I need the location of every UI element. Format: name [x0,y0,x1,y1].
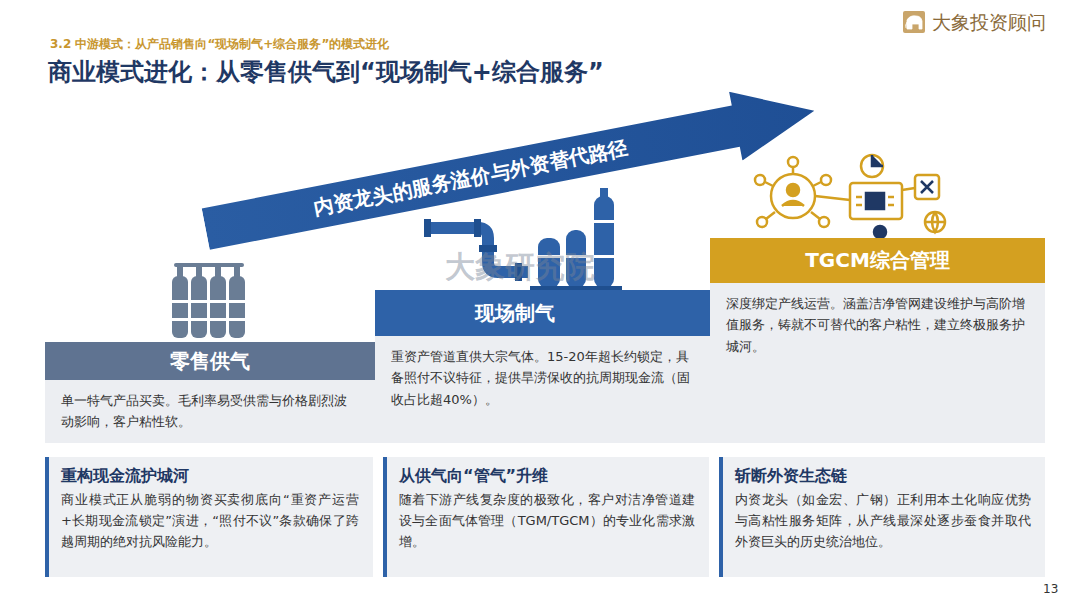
logo-icon [903,11,925,33]
arrow-body [199,76,821,263]
step-title: 现场制气 [475,300,555,327]
stage-step: 现场制气重资产管道直供大宗气体。15-20年超长约锁定，具备照付不议特征，提供旱… [375,290,710,443]
gas-cylinders-icon [168,263,250,338]
step-description: 深度绑定产线运营。涵盖洁净管网建设维护与高阶增值服务，铸就不可替代的客户粘性，建… [710,283,1045,443]
section-heading: 3.2 中游模式：从产品销售向“现场制气+综合服务”的模式进化 [50,36,389,53]
pipeline-plant-icon [424,188,622,290]
watermark: 大象研究院 [445,247,595,288]
step-band: TGCM综合管理 [710,238,1045,283]
page-number: 13 [1043,582,1058,596]
card-description: 内资龙头（如金宏、广钢）正利用本土化响应优势与高粘性服务矩阵，从产线最深处逐步蚕… [735,490,1031,552]
logo-text: 大象投资顾问 [932,10,1046,36]
service-network-icon [755,155,945,244]
stage-step: TGCM综合管理深度绑定产线运营。涵盖洁净管网建设维护与高阶增值服务，铸就不可替… [710,238,1045,443]
step-band: 现场制气 [375,290,710,336]
step-description: 单一特气产品买卖。毛利率易受供需与价格剧烈波动影响，客户粘性软。 [45,380,375,443]
step-band: 零售供气 [45,342,375,380]
card-title: 重构现金流护城河 [61,465,359,487]
stage-step: 零售供气单一特气产品买卖。毛利率易受供需与价格剧烈波动影响，客户粘性软。 [45,342,375,443]
insight-card: 从供气向“管气”升维随着下游产线复杂度的极致化，客户对洁净管道建设与全面气体管理… [383,457,709,577]
insight-card: 斩断外资生态链内资龙头（如金宏、广钢）正利用本土化响应优势与高粘性服务矩阵，从产… [719,457,1045,577]
card-description: 商业模式正从脆弱的物资买卖彻底向“重资产运营+长期现金流锁定”演进，“照付不议”… [61,490,359,552]
insight-card: 重构现金流护城河商业模式正从脆弱的物资买卖彻底向“重资产运营+长期现金流锁定”演… [45,457,373,577]
card-title: 从供气向“管气”升维 [399,465,695,487]
step-description: 重资产管道直供大宗气体。15-20年超长约锁定，具备照付不议特征，提供旱涝保收的… [375,336,710,443]
step-title: 零售供气 [170,348,250,375]
card-description: 随着下游产线复杂度的极致化，客户对洁净管道建设与全面气体管理（TGM/TGCM）… [399,490,695,552]
step-title: TGCM综合管理 [805,247,950,274]
page-title: 商业模式进化：从零售供气到“现场制气+综合服务” [48,56,604,88]
trend-arrow: 内资龙头的服务溢价与外资替代路径 [199,76,821,263]
card-title: 斩断外资生态链 [735,465,1031,487]
